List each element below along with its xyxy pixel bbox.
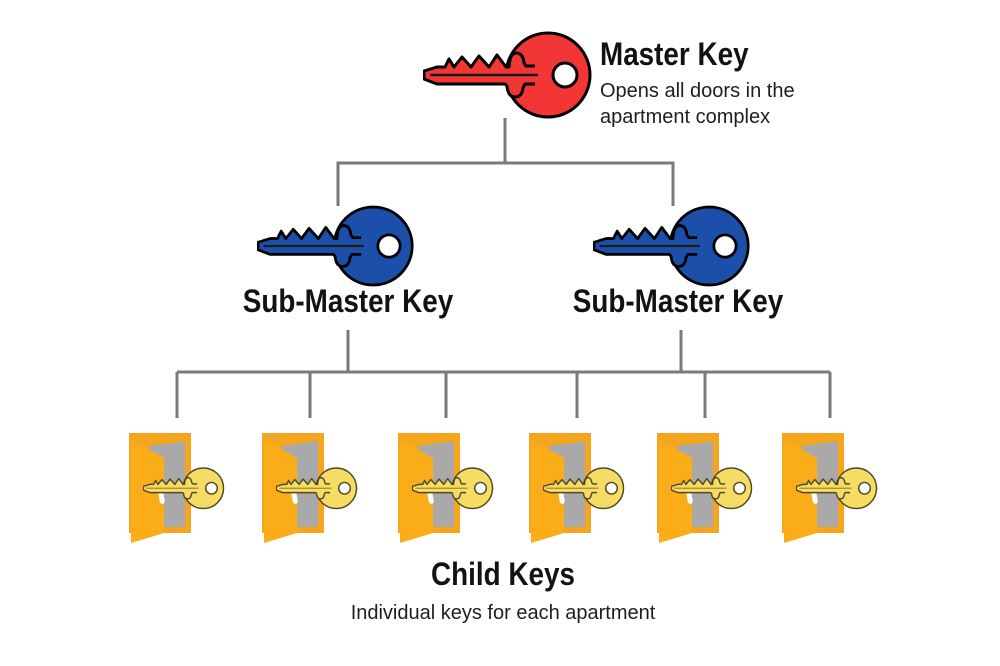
- master-key-title: Master Key: [600, 36, 749, 72]
- child-keys-title: Child Keys: [431, 556, 575, 592]
- master-key-description-line1: Opens all doors in the: [600, 80, 795, 102]
- child-keys-subtitle: Individual keys for each apartment: [350, 602, 656, 624]
- submaster-key-title-left: Sub-Master Key: [242, 283, 454, 319]
- submaster-key-icon-left: [257, 205, 414, 287]
- master-key-description-line2: apartment complex: [600, 106, 771, 128]
- master-key-description: Opens all doors in the apartment complex: [600, 78, 795, 130]
- submaster-key-icon-right: [593, 205, 750, 287]
- master-key-icon: [423, 31, 592, 119]
- submaster-key-title-right: Sub-Master Key: [572, 283, 784, 319]
